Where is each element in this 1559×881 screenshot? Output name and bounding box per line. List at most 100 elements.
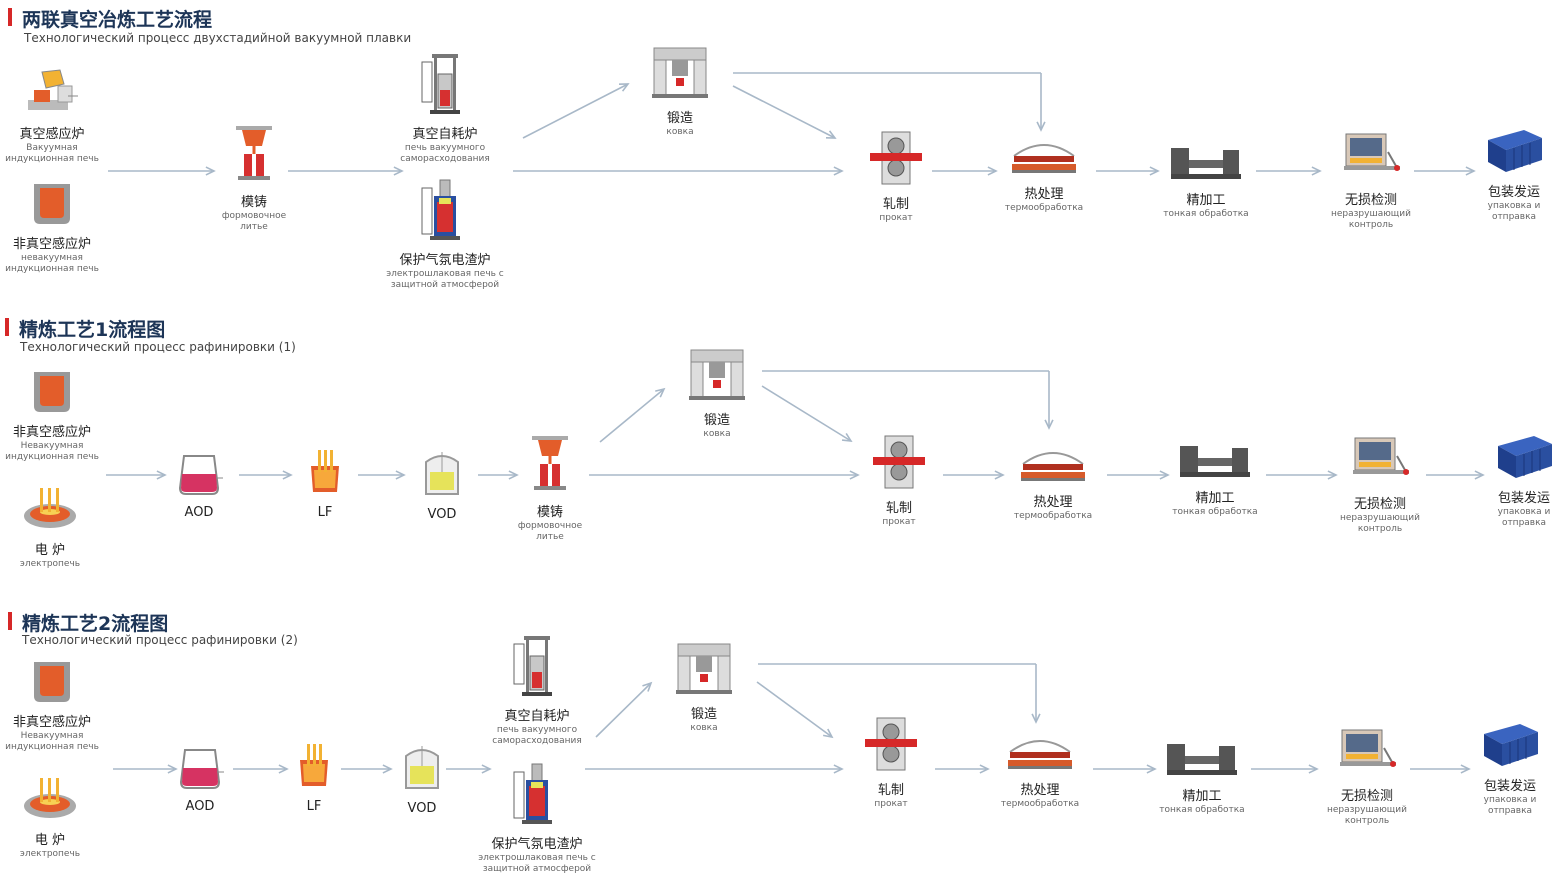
section-title: 精炼工艺1流程图 bbox=[4, 315, 165, 342]
step-name: 精加工 bbox=[1182, 789, 1222, 804]
arrow-head bbox=[1308, 764, 1319, 774]
heat-treatment-icon bbox=[984, 136, 1104, 180]
machining-lathe-icon bbox=[1155, 440, 1275, 484]
arrow-head bbox=[1146, 764, 1157, 774]
step-name: 包装发运 bbox=[1487, 185, 1540, 200]
step-name-russian: тонкая обработка bbox=[1163, 209, 1249, 219]
flow-connector bbox=[732, 85, 836, 139]
mold-casting-icon bbox=[490, 434, 610, 498]
step-name: 热处理 bbox=[1033, 495, 1073, 510]
process-step: LF bbox=[254, 742, 374, 814]
step-name: 电 炉 bbox=[34, 543, 66, 558]
arrow-head bbox=[994, 470, 1005, 480]
step-name: 模铸 bbox=[536, 505, 563, 520]
flow-connector bbox=[595, 682, 652, 738]
process-step: VOD bbox=[362, 742, 482, 816]
arrow-head bbox=[642, 681, 653, 692]
step-name: 轧制 bbox=[877, 783, 904, 798]
shipping-container-icon bbox=[1450, 718, 1559, 772]
arrow-head bbox=[655, 387, 666, 398]
step-name: 电 炉 bbox=[34, 833, 66, 848]
forging-press-icon bbox=[644, 640, 764, 700]
arrow-head bbox=[833, 764, 844, 774]
aod-converter-icon bbox=[139, 448, 259, 502]
electroslag-furnace-icon bbox=[477, 762, 597, 830]
arrow-head bbox=[508, 470, 519, 480]
step-name: LF bbox=[306, 799, 322, 814]
arrow-head bbox=[1460, 764, 1471, 774]
step-name-russian: термообработка bbox=[1000, 799, 1080, 809]
step-name-russian: термообработка bbox=[1004, 203, 1084, 213]
step-name: 真空自耗炉 bbox=[504, 709, 570, 724]
section-subtitle: Технологический процесс рафинировки (2) bbox=[22, 633, 298, 647]
arrow-head bbox=[382, 764, 393, 774]
step-name-russian: тонкая обработка bbox=[1159, 805, 1245, 815]
step-name: 锻造 bbox=[703, 413, 730, 428]
step-name: AOD bbox=[184, 505, 214, 520]
rolling-mill-icon bbox=[836, 130, 956, 190]
step-name: 轧制 bbox=[882, 197, 909, 212]
shipping-container-icon bbox=[1464, 430, 1559, 484]
flow-connector bbox=[522, 83, 629, 139]
step-name: 非真空感应炉 bbox=[12, 237, 91, 252]
step-name: 真空感应炉 bbox=[19, 127, 85, 142]
step-name-russian: прокат bbox=[874, 799, 908, 809]
step-name: 无损检测 bbox=[1353, 497, 1406, 512]
step-name: 热处理 bbox=[1024, 187, 1064, 202]
step-name-russian: прокат bbox=[879, 213, 913, 223]
step-name-russian: термообработка bbox=[1013, 511, 1093, 521]
step-name: 包装发运 bbox=[1483, 779, 1536, 794]
step-name: 轧制 bbox=[885, 501, 912, 516]
flow-connector bbox=[599, 388, 665, 443]
aod-converter-icon bbox=[140, 742, 260, 796]
arrow-head bbox=[481, 764, 492, 774]
flow-connector bbox=[756, 681, 833, 738]
section-title: 两联真空冶炼工艺流程 bbox=[7, 5, 212, 32]
step-name: LF bbox=[317, 505, 333, 520]
step-name-russian: тонкая обработка bbox=[1172, 507, 1258, 517]
forging-press-icon bbox=[620, 44, 740, 104]
induction-furnace-icon bbox=[0, 368, 112, 418]
forging-press-icon bbox=[657, 346, 777, 406]
electric-furnace-icon bbox=[0, 486, 110, 536]
process-step: VOD bbox=[382, 448, 502, 522]
arrow-head bbox=[1465, 166, 1476, 176]
machining-lathe-icon bbox=[1142, 738, 1262, 782]
process-step: LF bbox=[265, 448, 385, 520]
electric-furnace-icon bbox=[0, 776, 110, 826]
heat-treatment-icon bbox=[993, 444, 1113, 488]
lf-ladle-icon bbox=[265, 448, 385, 502]
step-name: AOD bbox=[185, 799, 215, 814]
vacuum-induction-furnace-icon bbox=[0, 66, 112, 120]
flow-connector bbox=[761, 385, 852, 442]
arrow-head bbox=[393, 166, 404, 176]
step-name-russian: прокат bbox=[882, 517, 916, 527]
vacuum-arc-remelting-icon bbox=[385, 52, 505, 120]
step-name: 精加工 bbox=[1186, 193, 1226, 208]
lf-ladle-icon bbox=[254, 742, 374, 796]
